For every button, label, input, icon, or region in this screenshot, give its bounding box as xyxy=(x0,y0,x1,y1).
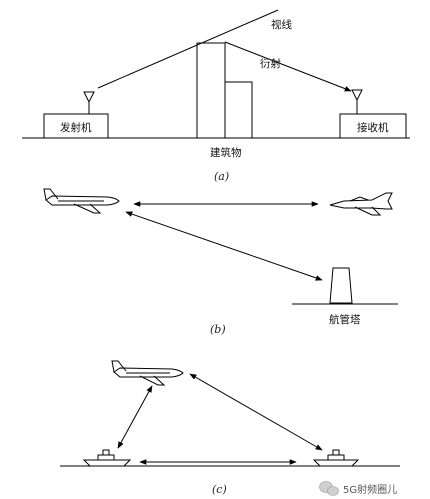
receiver-antenna-icon xyxy=(351,89,363,114)
panel-a xyxy=(22,9,410,139)
airliner-icon xyxy=(43,188,120,214)
transmitter-label: 发射机 xyxy=(60,121,92,134)
panel-b xyxy=(43,188,398,305)
building-label: 建筑物 xyxy=(210,146,242,159)
caption-b: (b) xyxy=(210,323,226,336)
control-tower-icon xyxy=(329,267,353,304)
diffraction-ray xyxy=(224,41,352,92)
fighter-jet-icon xyxy=(329,192,393,216)
tower-link-arrow xyxy=(125,211,323,281)
building-short xyxy=(224,81,253,139)
caption-c: (c) xyxy=(212,483,227,496)
building-tall xyxy=(196,42,226,139)
watermark: 5G射频圈儿 xyxy=(319,481,397,496)
right-ship-icon xyxy=(312,449,360,467)
transmitter-box xyxy=(43,113,109,139)
receiver-box xyxy=(339,113,407,139)
transmitter-antenna-icon xyxy=(83,91,95,114)
line-of-sight-label: 视线 xyxy=(271,18,292,31)
aircraft-to-right-ship-arrow xyxy=(189,373,323,451)
diffraction-label: 衍射 xyxy=(260,57,281,70)
receiver-label: 接收机 xyxy=(357,121,389,134)
caption-a: (a) xyxy=(214,170,229,183)
aircraft-to-left-ship-arrow xyxy=(117,385,153,449)
watermark-text: 5G射频圈儿 xyxy=(343,483,397,496)
aircraft-icon xyxy=(111,360,184,386)
left-ship-icon xyxy=(82,449,132,467)
panel-c xyxy=(60,360,400,467)
tower-label: 航管塔 xyxy=(329,313,361,326)
line-of-sight xyxy=(97,9,279,89)
wechat-icon xyxy=(319,481,339,496)
